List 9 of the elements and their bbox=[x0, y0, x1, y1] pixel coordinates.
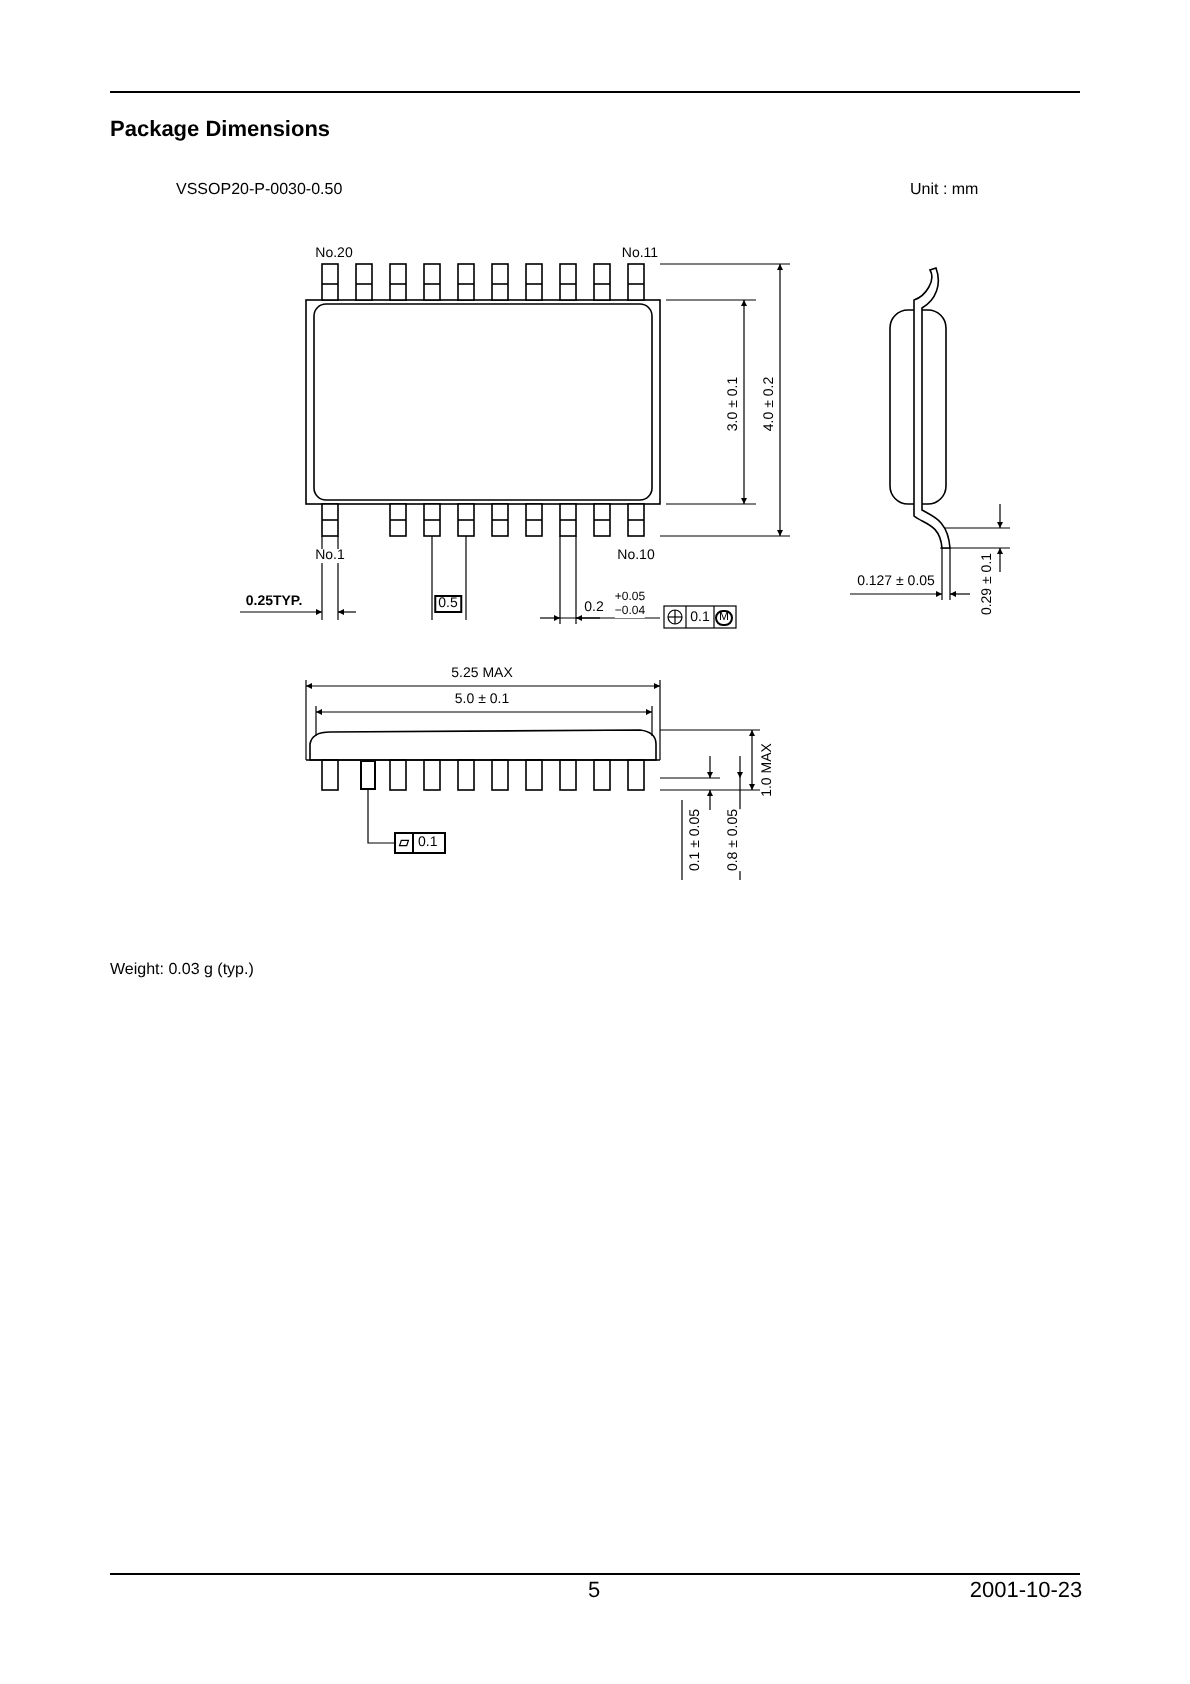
package-code: VSSOP20-P-0030-0.50 bbox=[176, 182, 343, 198]
section-heading: Package Dimensions bbox=[110, 120, 331, 142]
page-number: 5 bbox=[587, 1581, 601, 1603]
leader-line bbox=[367, 789, 395, 844]
date-text: 2001-10-23 bbox=[969, 1581, 1083, 1603]
flatness-frame bbox=[394, 832, 446, 854]
unit-note: Unit : mm bbox=[910, 182, 979, 198]
lead bbox=[360, 760, 376, 790]
weight-note: Weight: 0.03 g (typ.) bbox=[110, 962, 254, 978]
